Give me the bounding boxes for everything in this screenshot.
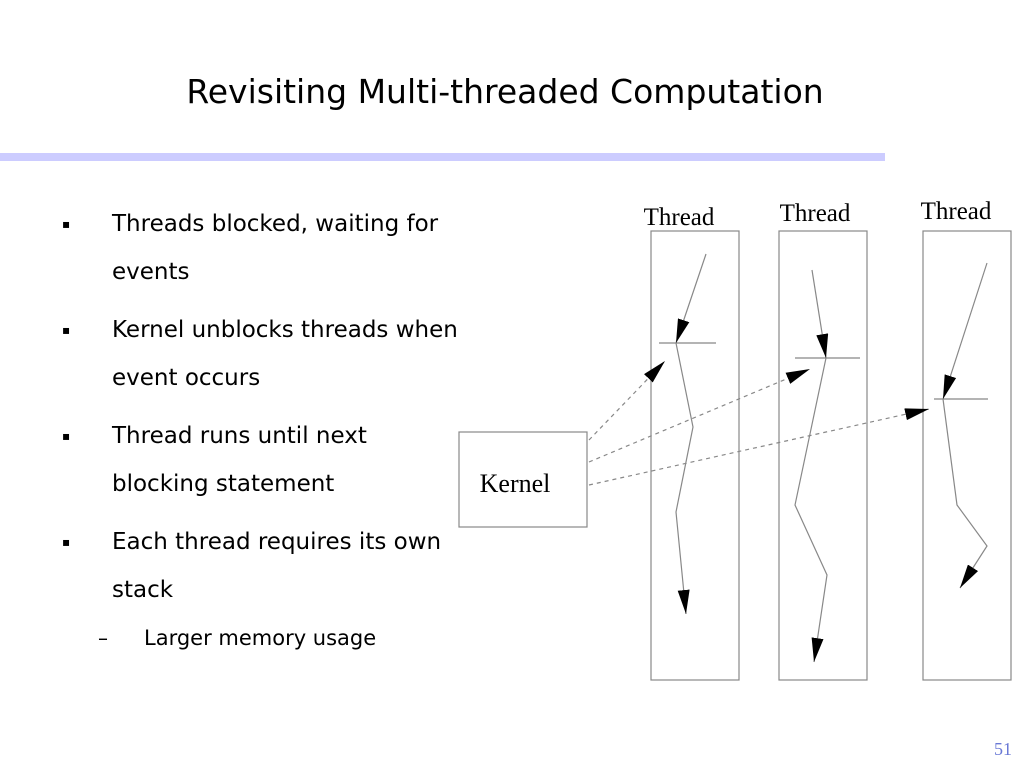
bullet-item: ▪ Thread runs until next blocking statem… bbox=[60, 412, 460, 508]
thread-path-arrow bbox=[811, 269, 829, 359]
bullet-item: ▪ Each thread requires its own stack bbox=[60, 518, 460, 614]
thread-path-arrow bbox=[794, 357, 828, 663]
title-underline bbox=[0, 153, 885, 161]
thread-path-arrow bbox=[675, 253, 707, 344]
bullet-marker: ▪ bbox=[62, 429, 71, 443]
thread-column bbox=[778, 230, 868, 681]
wakeup-arrow bbox=[588, 408, 930, 486]
thread-label: Thread bbox=[644, 204, 715, 231]
thread-column bbox=[650, 230, 740, 681]
kernel-box bbox=[458, 431, 588, 528]
bullet-list: ▪ Threads blocked, waiting for events ▪ … bbox=[60, 200, 460, 658]
bullet-text: Kernel unblocks threads when event occur… bbox=[112, 317, 458, 391]
bullet-item: ▪ Threads blocked, waiting for events bbox=[60, 200, 460, 296]
bullet-item: ▪ Kernel unblocks threads when event occ… bbox=[60, 306, 460, 402]
wakeup-arrow bbox=[588, 368, 811, 463]
slide-title: Revisiting Multi-threaded Computation bbox=[186, 72, 824, 111]
thread-path-arrow bbox=[675, 342, 694, 615]
bullet-text: Threads blocked, waiting for events bbox=[112, 211, 439, 285]
bullet-text: Thread runs until next blocking statemen… bbox=[112, 423, 367, 497]
thread-path-arrow bbox=[942, 262, 988, 400]
thread-label: Thread bbox=[921, 198, 992, 225]
thread-column bbox=[922, 230, 1012, 681]
bullet-marker: ▪ bbox=[62, 323, 71, 337]
bullet-marker: ▪ bbox=[62, 535, 71, 549]
bullet-marker: ▪ bbox=[62, 217, 71, 231]
bullet-text: Each thread requires its own stack bbox=[112, 529, 442, 603]
sub-bullet-marker: – bbox=[98, 626, 108, 650]
thread-path-arrow bbox=[942, 398, 988, 589]
sub-bullet-item: – Larger memory usage bbox=[60, 618, 460, 658]
thread-label: Thread bbox=[780, 200, 851, 227]
kernel-label: Kernel bbox=[480, 469, 551, 498]
sub-bullet-text: Larger memory usage bbox=[144, 626, 377, 650]
wakeup-arrow bbox=[588, 360, 666, 441]
page-number: 51 bbox=[994, 739, 1012, 759]
